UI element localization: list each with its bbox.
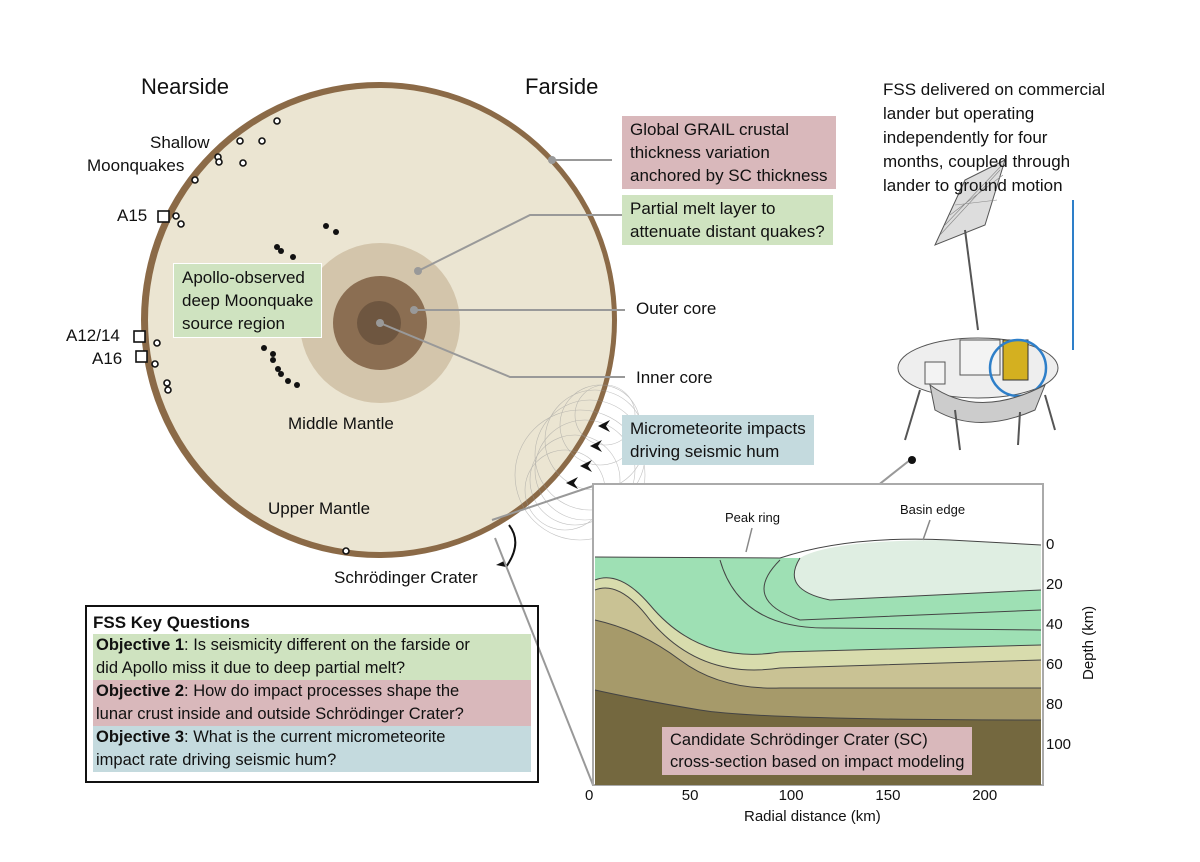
hum-line-2: driving seismic hum xyxy=(630,442,780,461)
fss-title: FSS Key Questions xyxy=(93,613,250,632)
schrodinger-crater-label: Schrödinger Crater xyxy=(334,568,478,587)
objective-label: Objective 3 xyxy=(96,728,185,746)
station-a12-14: A12/14 xyxy=(66,326,120,345)
label-arrows xyxy=(745,519,931,553)
leader-lines xyxy=(379,159,625,378)
x-tick-label: 200 xyxy=(972,787,998,804)
grail-line-2: thickness variation xyxy=(630,143,770,162)
partial-melt-callout: Partial melt layer to attenuate distant … xyxy=(622,195,833,245)
x-tick-label: 50 xyxy=(681,787,699,804)
objective-text: : How do impact processes shape the xyxy=(184,682,460,700)
y-tick-label: 60 xyxy=(1046,656,1063,673)
objective-text: : Is seismicity different on the farside… xyxy=(184,636,470,654)
objective-label: Objective 2 xyxy=(96,682,185,700)
upper-mantle-label: Upper Mantle xyxy=(268,499,371,518)
deep-source-line-2: deep Moonquake xyxy=(182,291,314,310)
lander-legs xyxy=(904,389,1056,451)
deep-source-line-1: Apollo-observed xyxy=(182,268,305,287)
station-a16: A16 xyxy=(92,349,123,368)
melt-line-1: Partial melt layer to xyxy=(630,199,776,218)
caption-line-1: Candidate Schrödinger Crater (SC) xyxy=(670,731,928,749)
antenna-grid xyxy=(939,164,1004,236)
fss-key-questions-box: FSS Key Questions Objective 1: Is seismi… xyxy=(85,605,539,783)
y-tick-label: 100 xyxy=(1046,736,1072,753)
leader-dots xyxy=(376,156,556,327)
lander-illustration xyxy=(897,159,1059,464)
lander-caption-line: FSS delivered on commercial xyxy=(883,80,1106,99)
y-axis-label: Depth (km) xyxy=(1080,605,1097,680)
y-tick-label: 20 xyxy=(1046,576,1063,593)
objective-3-cont: impact rate driving seismic hum? xyxy=(93,749,531,772)
x-tick-label: 100 xyxy=(778,787,804,804)
station-a15: A15 xyxy=(117,206,148,225)
peak-ring-label: Peak ring xyxy=(725,510,780,525)
melt-line-2: attenuate distant quakes? xyxy=(630,222,825,241)
shallow-moonquakes-label-2: Moonquakes xyxy=(87,156,185,175)
y-tick-label: 40 xyxy=(1046,616,1063,633)
grail-line-3: anchored by SC thickness xyxy=(630,166,828,185)
shallow-moonquake-markers xyxy=(151,117,350,555)
lander-caption-line: lander to ground motion xyxy=(883,176,1063,195)
seismic-hum-callout: Micrometeorite impacts driving seismic h… xyxy=(622,415,814,465)
impact-arrows xyxy=(566,420,610,489)
farside-label: Farside xyxy=(525,74,599,99)
nearside-label: Nearside xyxy=(141,74,230,99)
layer-contours xyxy=(594,538,1042,721)
crater-arrow xyxy=(505,524,517,568)
lander-caption-line: months, coupled through xyxy=(883,152,1071,171)
basin-edge-label: Basin edge xyxy=(900,502,966,517)
y-tick-label: 80 xyxy=(1046,696,1063,713)
deep-moonquake-region-label: Apollo-observed deep Moonquake source re… xyxy=(173,263,323,338)
objective-2: Objective 2: How do impact processes sha… xyxy=(93,680,531,703)
grail-callout: Global GRAIL crustal thickness variation… xyxy=(622,116,836,189)
inner-core-label: Inner core xyxy=(636,368,713,387)
moon-cross-section xyxy=(133,82,646,568)
deep-moonquake-markers xyxy=(261,223,339,388)
objective-2-cont: lunar crust inside and outside Schröding… xyxy=(93,703,531,726)
grail-line-1: Global GRAIL crustal xyxy=(630,120,790,139)
lander-caption: FSS delivered on commercial lander but o… xyxy=(883,78,1105,198)
crater-arrowhead xyxy=(496,561,506,567)
x-axis-label: Radial distance (km) xyxy=(744,808,881,825)
lander-caption-line: independently for four xyxy=(883,128,1048,147)
objective-1-cont: did Apollo miss it due to deep partial m… xyxy=(93,657,531,680)
hum-line-1: Micrometeorite impacts xyxy=(630,419,806,438)
objective-label: Objective 1 xyxy=(96,636,185,654)
y-tick-label: 0 xyxy=(1046,536,1055,553)
lander-caption-line: lander but operating xyxy=(883,104,1035,123)
x-tick-label: 150 xyxy=(875,787,901,804)
outer-core-label: Outer core xyxy=(636,299,717,318)
cross-section-caption: Candidate Schrödinger Crater (SC) cross-… xyxy=(662,727,973,775)
middle-mantle-label: Middle Mantle xyxy=(288,414,394,433)
objective-text: : What is the current micrometeorite xyxy=(184,728,446,746)
objective-1: Objective 1: Is seismicity different on … xyxy=(93,634,531,657)
deep-source-line-3: source region xyxy=(182,314,286,333)
objective-3: Objective 3: What is the current microme… xyxy=(93,726,531,749)
seismic-station-markers xyxy=(133,210,170,363)
shallow-moonquakes-label-1: Shallow xyxy=(150,133,210,152)
caption-line-2: cross-section based on impact modeling xyxy=(670,753,965,771)
x-tick-label: 0 xyxy=(585,787,594,804)
